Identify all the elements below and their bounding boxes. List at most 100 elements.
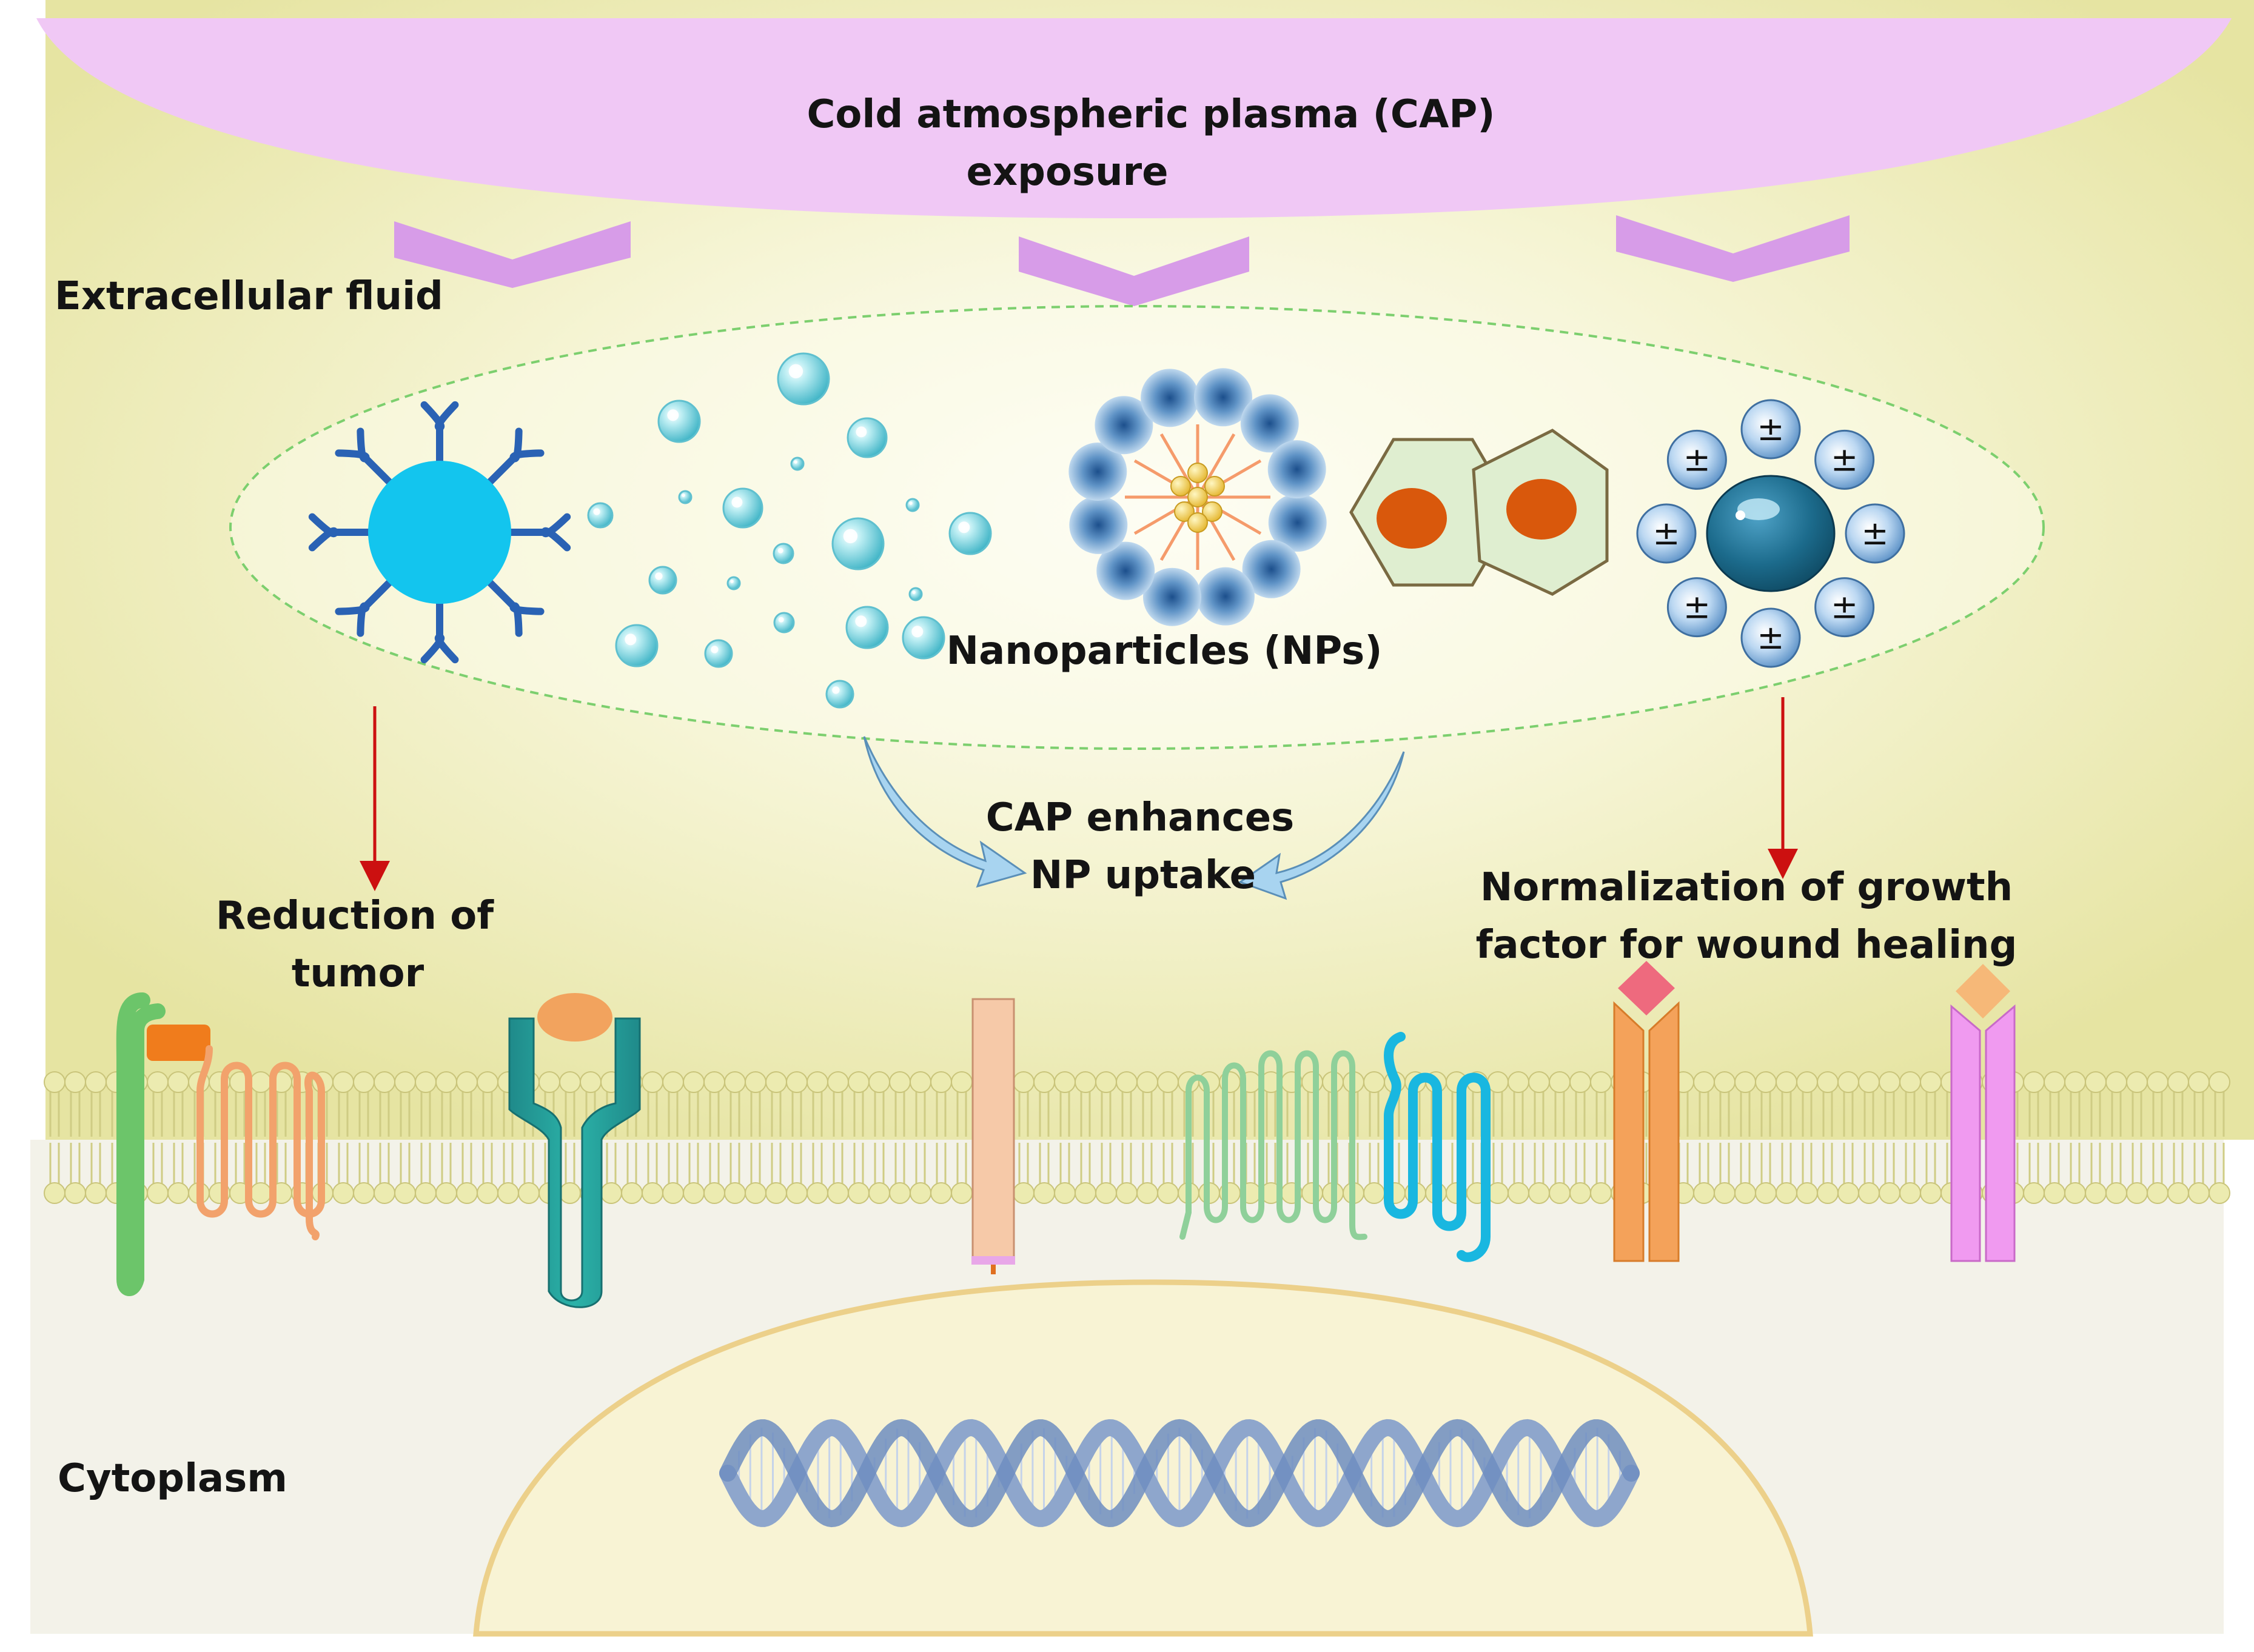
lipid-head [1508, 1182, 1529, 1204]
bubble-nanoparticle [825, 680, 854, 709]
lipid-head [910, 1182, 931, 1204]
lipid-head [1837, 1182, 1859, 1204]
dimer-receptor-orange-right [1648, 1001, 1680, 1262]
lipid-head [538, 1071, 560, 1093]
bubble-nanoparticle [847, 417, 888, 458]
charge-bead [1666, 577, 1727, 638]
lipid-head [683, 1182, 705, 1204]
bubble-highlight [855, 615, 867, 627]
lipid-head [786, 1071, 808, 1093]
lipid-head [1301, 1071, 1323, 1093]
lipid-head [683, 1071, 705, 1093]
lipid-head [642, 1071, 663, 1093]
lipid-head [559, 1071, 581, 1093]
charge-symbol: ± [1831, 588, 1858, 626]
lipid-head [1920, 1071, 1942, 1093]
charged-np-highlight-dot [1736, 510, 1745, 520]
bubble-nanoparticle [726, 576, 741, 590]
orange-ligand-box [147, 1025, 210, 1061]
lipid-head [374, 1071, 395, 1093]
bubble-nanoparticle [648, 566, 677, 595]
lipid-head [786, 1182, 808, 1204]
lipid-head [2126, 1182, 2148, 1204]
lipid-head [1734, 1071, 1756, 1093]
bubble-highlight [655, 572, 663, 580]
lipid-head [765, 1182, 787, 1204]
micelle-bead [1069, 495, 1128, 554]
lipid-head [2167, 1182, 2189, 1204]
lipid-head [745, 1182, 766, 1204]
lipid-head [868, 1182, 890, 1204]
hexagon-right-core [1506, 479, 1577, 540]
bubble-highlight [711, 646, 719, 654]
lipid-head [1033, 1071, 1055, 1093]
micelle-bead [1142, 567, 1201, 626]
bubble-highlight [911, 626, 924, 638]
charge-symbol: ± [1757, 618, 1784, 657]
charge-bead [1814, 577, 1875, 638]
bubble-highlight [667, 409, 679, 421]
lipid-head [85, 1071, 107, 1093]
dna-double-helix [719, 1419, 1640, 1528]
lipid-head [1590, 1182, 1612, 1204]
charge-bead [1740, 607, 1801, 668]
antibody-arm [420, 600, 459, 664]
uptake-arrows [863, 736, 1405, 900]
lipid-head [1776, 1182, 1797, 1204]
chevron-middle [1019, 236, 1249, 306]
lipid-head [415, 1182, 437, 1204]
lipid-head [1693, 1182, 1715, 1204]
lipid-head [765, 1071, 787, 1093]
lipid-head [477, 1182, 498, 1204]
micelle-core-bead [1187, 463, 1208, 483]
lipid-head [703, 1182, 725, 1204]
lipid-head [1013, 1071, 1035, 1093]
lipid-head [332, 1071, 354, 1093]
lipid-head [724, 1182, 746, 1204]
lipid-head [2209, 1182, 2230, 1204]
lipid-head [1528, 1071, 1550, 1093]
dna-strand [719, 1419, 1640, 1528]
charge-bead [1666, 429, 1727, 490]
chevron-left [394, 221, 631, 288]
lipid-head [1095, 1071, 1117, 1093]
cytoplasm-label: Cytoplasm [58, 1456, 287, 1501]
lipid-head [415, 1071, 437, 1093]
extracellular-fluid-label: Extracellular fluid [55, 274, 443, 319]
micelle-bead [1141, 369, 1199, 427]
bubble-nanoparticle [777, 352, 830, 406]
lipid-head [1837, 1071, 1859, 1093]
chevron-right [1616, 215, 1850, 282]
lipid-head [44, 1071, 65, 1093]
lipid-head [1569, 1071, 1591, 1093]
lipid-head [1899, 1071, 1921, 1093]
lipid-head [848, 1182, 870, 1204]
antibody-arm [335, 427, 393, 486]
hexagonal-nanoparticles [1349, 429, 1609, 596]
dimer-ligand-pink [1618, 961, 1675, 1015]
lipid-head [477, 1071, 498, 1093]
lipid-head [44, 1182, 65, 1204]
lipid-head [1301, 1182, 1323, 1204]
lipid-head [1363, 1071, 1385, 1093]
lipid-head [621, 1182, 643, 1204]
bubble-nanoparticle [657, 400, 701, 443]
reduction-label-line1: Reduction of [216, 894, 494, 938]
lipid-head [642, 1182, 663, 1204]
lipid-head [456, 1071, 478, 1093]
lipid-head [951, 1182, 973, 1204]
hexagon-left-core [1377, 488, 1447, 549]
lipid-head [353, 1182, 375, 1204]
lipid-head [1817, 1071, 1839, 1093]
lipid-head [827, 1182, 849, 1204]
antibody-arm [508, 513, 571, 552]
cap-enhances-label-line2: NP uptake [1030, 853, 1256, 898]
normalization-label-line1: Normalization of growth [1480, 865, 2013, 910]
lipid-head [456, 1182, 478, 1204]
micelle-bead [1096, 541, 1155, 600]
lipid-head [1075, 1071, 1096, 1093]
lipid-head [167, 1071, 189, 1093]
antibody-nanoparticle [308, 401, 571, 664]
lipid-head [1734, 1182, 1756, 1204]
